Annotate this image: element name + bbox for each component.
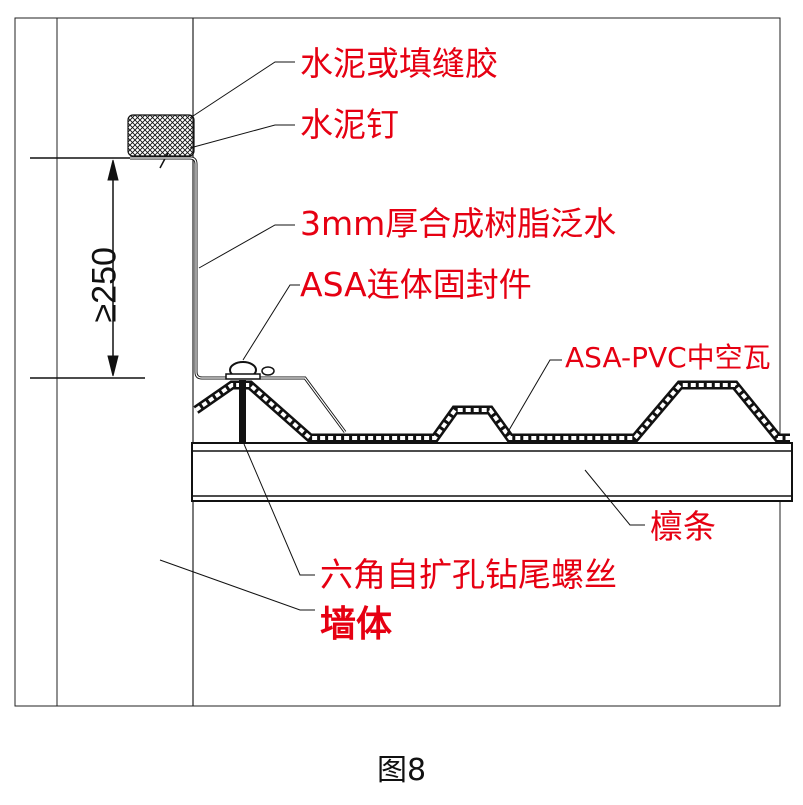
label-nail: 水泥钉 <box>300 105 399 144</box>
dimension-250 <box>30 157 145 379</box>
figure-caption: 图8 <box>376 753 427 788</box>
asa-fixing <box>225 361 275 380</box>
hollow-tile <box>193 380 790 443</box>
label-flashing: 3mm厚合成树脂泛水 <box>300 204 617 243</box>
arrow-up-icon <box>107 159 119 181</box>
label-wall: 墙体 <box>320 604 393 645</box>
label-tile: ASA-PVC中空瓦 <box>565 341 771 374</box>
cement-nail <box>159 152 169 169</box>
label-purlin: 檩条 <box>650 507 716 546</box>
sealant-block <box>127 114 195 157</box>
flashing <box>130 156 347 433</box>
arrow-down-icon <box>107 355 119 377</box>
frame <box>14 17 781 707</box>
self-drilling-screw <box>239 380 246 443</box>
label-screw: 六角自扩孔钻尾螺丝 <box>320 555 617 594</box>
label-fixing: ASA连体固封件 <box>300 265 532 304</box>
label-sealant: 水泥或填缝胶 <box>300 44 498 83</box>
dimension-label: ≥250 <box>85 247 124 323</box>
leader-lines <box>159 61 645 611</box>
purlin <box>191 442 793 502</box>
